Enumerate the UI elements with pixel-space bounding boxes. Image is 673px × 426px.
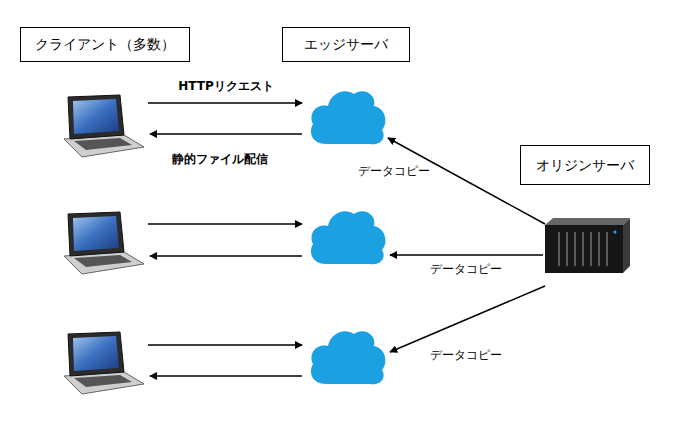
box-label: クライアント（多数） [35, 36, 175, 53]
title-box: クライアント（多数） [20, 27, 190, 62]
server-icon [545, 218, 630, 273]
client-laptop [64, 332, 144, 394]
copy-arrow [390, 254, 543, 256]
edge-cloud [311, 211, 386, 264]
request-arrow [148, 344, 302, 346]
client-laptop [64, 95, 144, 157]
response-arrow [150, 255, 302, 257]
arrows [148, 103, 545, 376]
copy-arrow [390, 286, 545, 352]
title-box: オリジンサーバ [520, 145, 650, 185]
arrow-label: データコピー [428, 262, 504, 276]
arrow-label: HTTPリクエスト [176, 79, 275, 93]
title-box: エッジサーバ [282, 27, 410, 62]
arrow-label: 静的ファイル配信 [170, 152, 270, 166]
arrow-label: データコピー [356, 164, 432, 178]
request-arrow [148, 102, 302, 104]
client-laptop [64, 212, 144, 274]
response-arrow [150, 375, 302, 377]
arrow-label: データコピー [428, 348, 504, 362]
box-label: オリジンサーバ [536, 157, 634, 174]
edge-cloud [311, 331, 386, 384]
response-arrow [150, 133, 302, 135]
request-arrow [148, 223, 302, 225]
box-label: エッジサーバ [304, 36, 388, 53]
edge-cloud [311, 91, 386, 144]
